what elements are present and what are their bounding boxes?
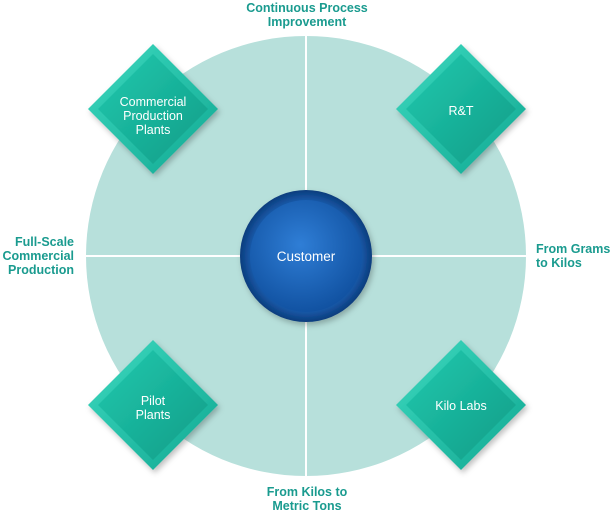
diamond-label-line: R&T [449, 104, 474, 118]
label-top-line: Improvement [268, 15, 347, 29]
label-left-line: Production [8, 263, 74, 277]
label-bottom-line: Metric Tons [272, 499, 341, 513]
label-bottom-line: From Kilos to [267, 485, 348, 499]
label-left: Full-Scale Commercial Production [2, 235, 74, 277]
diamond-label-line: Plants [136, 123, 171, 137]
label-top: Continuous Process Improvement [246, 1, 368, 29]
diamond-label-line: Kilo Labs [435, 399, 486, 413]
label-bottom: From Kilos to Metric Tons [267, 485, 348, 513]
diamond-rt: R&T [396, 44, 526, 174]
label-left-line: Full-Scale [15, 235, 74, 249]
diamond-commercial-production-plants: Commercial Production Plants [88, 44, 218, 174]
diamond-label-line: Production [123, 109, 183, 123]
label-top-line: Continuous Process [246, 1, 368, 15]
diamond-label-line: Commercial [120, 95, 187, 109]
label-right: From Grams to Kilos [536, 242, 610, 270]
diamond-label-line: Plants [136, 408, 171, 422]
diamond-pilot-plants: Pilot Plants [88, 340, 218, 470]
label-right-line: From Grams [536, 242, 610, 256]
customer-label: Customer [277, 249, 336, 264]
diamond-kilo-labs: Kilo Labs [396, 340, 526, 470]
customer-node: Customer [240, 190, 372, 322]
label-right-line: to Kilos [536, 256, 582, 270]
diamond-label-line: Pilot [141, 394, 166, 408]
label-left-line: Commercial [2, 249, 74, 263]
